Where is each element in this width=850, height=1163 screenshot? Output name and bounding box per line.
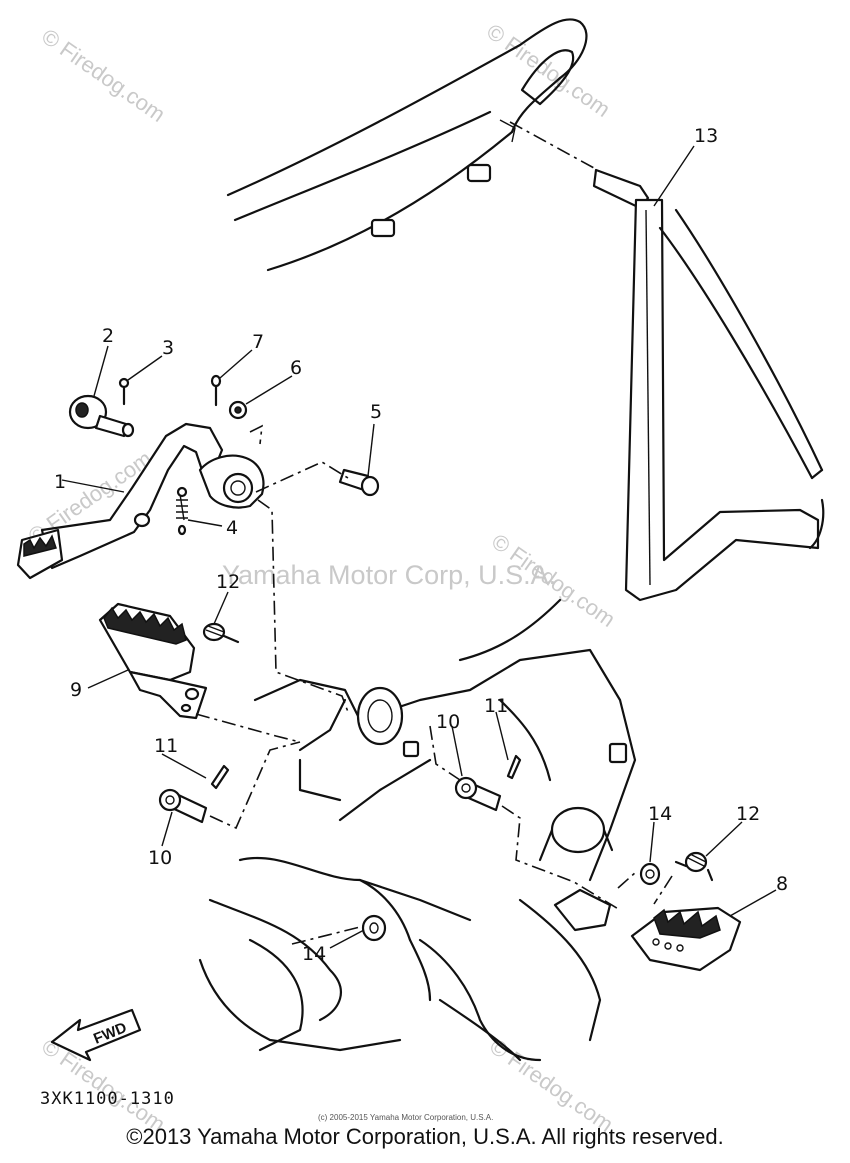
callout-labels: 1 2 3 4 5 6 7 8 9 10 10 11 11 12 12 13 1… [54, 125, 788, 965]
stand-part-13 [592, 168, 825, 602]
footrest-part-9 [98, 602, 208, 720]
callout-14b: 14 [302, 943, 326, 965]
assembly-lines [195, 121, 673, 945]
callout-10b: 10 [148, 847, 172, 869]
callout-12a: 12 [216, 571, 240, 593]
watermark-site-1: © Firedog.com [37, 24, 170, 127]
spring-part-4 [176, 486, 188, 536]
cotter-pin-part-11-left [210, 764, 230, 790]
spring-part-12-left [202, 622, 240, 644]
footrest-part-8 [630, 906, 742, 972]
frame-upper [226, 18, 588, 272]
callout-13: 13 [694, 125, 718, 147]
callout-11b: 11 [154, 735, 178, 757]
figure-code: 3XK1100-1310 [40, 1089, 175, 1109]
callout-7: 7 [252, 331, 264, 353]
callout-10a: 10 [436, 711, 460, 733]
spring-part-12-right [674, 851, 714, 882]
pin-part-10-right [454, 776, 502, 812]
callout-5: 5 [370, 401, 382, 423]
watermark-overlay: Yamaha Motor Corp, U.S.A. [222, 560, 556, 590]
callout-6: 6 [290, 357, 302, 379]
pin-part-5 [338, 468, 380, 497]
callout-9: 9 [70, 679, 82, 701]
callout-2: 2 [102, 325, 114, 347]
callout-4: 4 [226, 517, 238, 539]
cotter-pin-part-11-right [506, 754, 522, 780]
cotter-pin-part-7 [210, 374, 222, 407]
frame-lower [198, 598, 637, 1062]
pin-part-10-left [158, 788, 208, 824]
fwd-arrow: FWD [50, 1008, 142, 1062]
callout-8: 8 [776, 873, 788, 895]
watermark-layer: © Firedog.com © Firedog.com © Firedog.co… [24, 19, 620, 1137]
watermark-site-5: © Firedog.com [37, 1034, 170, 1137]
copyright-footer: ©2013 Yamaha Motor Corporation, U.S.A. A… [126, 1124, 724, 1149]
callout-14a: 14 [648, 803, 672, 825]
washer-part-6 [228, 400, 248, 420]
callout-3: 3 [162, 337, 174, 359]
leader-lines [61, 145, 777, 949]
washer-part-14-lower [361, 914, 387, 942]
callout-12b: 12 [736, 803, 760, 825]
pivot-shaft-part-2 [68, 394, 135, 438]
callout-1: 1 [54, 471, 66, 493]
callout-11a: 11 [484, 695, 508, 717]
washer-part-14-right [639, 862, 661, 886]
small-print: (c) 2005-2015 Yamaha Motor Corporation, … [318, 1113, 493, 1122]
brake-pedal-part-1 [16, 422, 265, 580]
cotter-pin-part-3 [118, 377, 130, 406]
watermark-site-2: © Firedog.com [482, 19, 615, 122]
